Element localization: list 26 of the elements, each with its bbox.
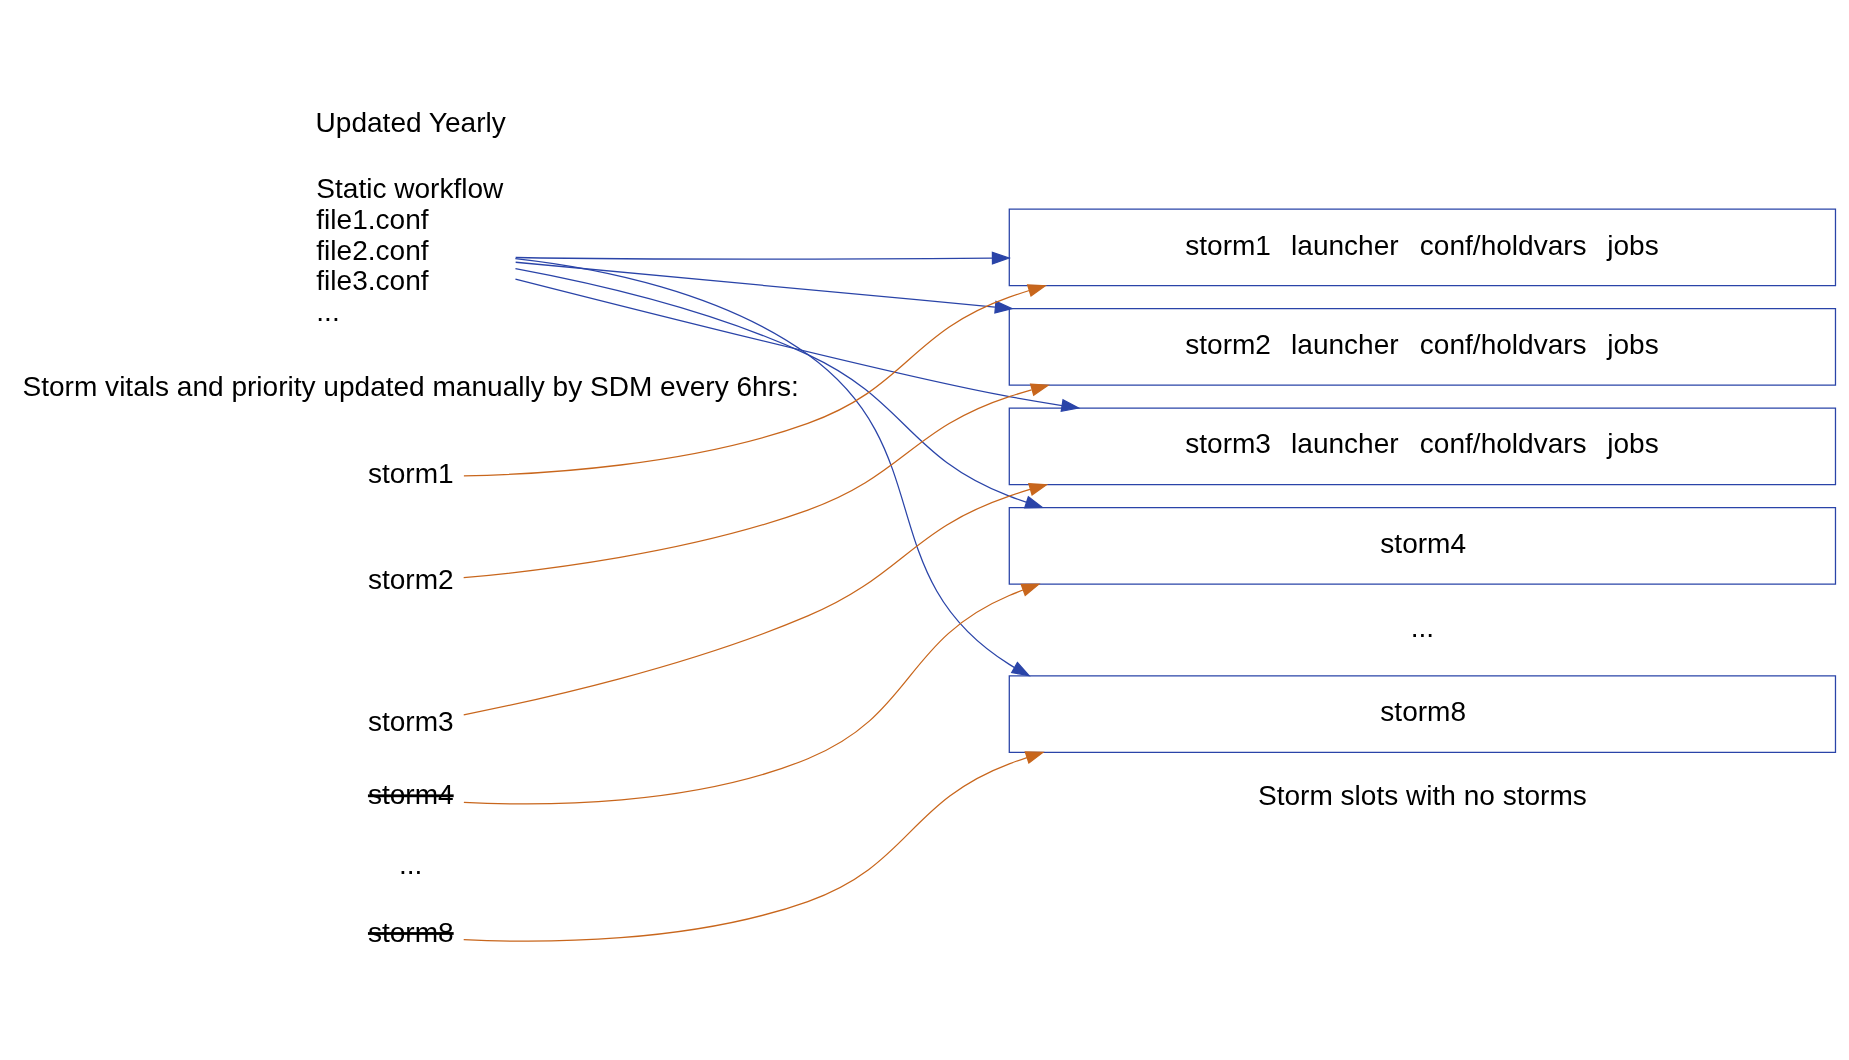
node-box: storm4 [1008,506,1837,585]
label: ... [398,848,423,880]
label: Storm vitals and priority updated manually by SDM every 6hrs: [22,370,799,402]
arrow [463,382,1050,578]
arrow [463,283,1048,476]
node-text: Static workflow file1.conf file2.conf file3.conf ... [316,172,504,327]
node-box: storm2 launcher conf/holdvars jobs [1008,307,1837,386]
arrow [515,250,1011,265]
arrow [463,482,1049,715]
node-text: storm4 [367,778,454,810]
node-box: storm8 [1008,674,1837,753]
node-box: storm3 launcher conf/holdvars jobs [1008,406,1837,485]
arrow [463,750,1045,942]
node-text: storm2 [367,563,454,595]
label: Storm slots with no storms [1257,779,1587,811]
node-box: storm1 launcher conf/holdvars jobs [1008,208,1837,286]
arrow [463,583,1041,805]
arrow [514,277,1081,412]
arrow [515,261,1014,314]
label: ... [1410,611,1435,643]
label: Updated Yearly [315,106,506,138]
arrow [514,257,1031,677]
node-text: storm8 [367,916,454,948]
node-text: storm1 [367,457,454,489]
node-text: storm3 [367,705,454,737]
arrow [514,267,1045,508]
